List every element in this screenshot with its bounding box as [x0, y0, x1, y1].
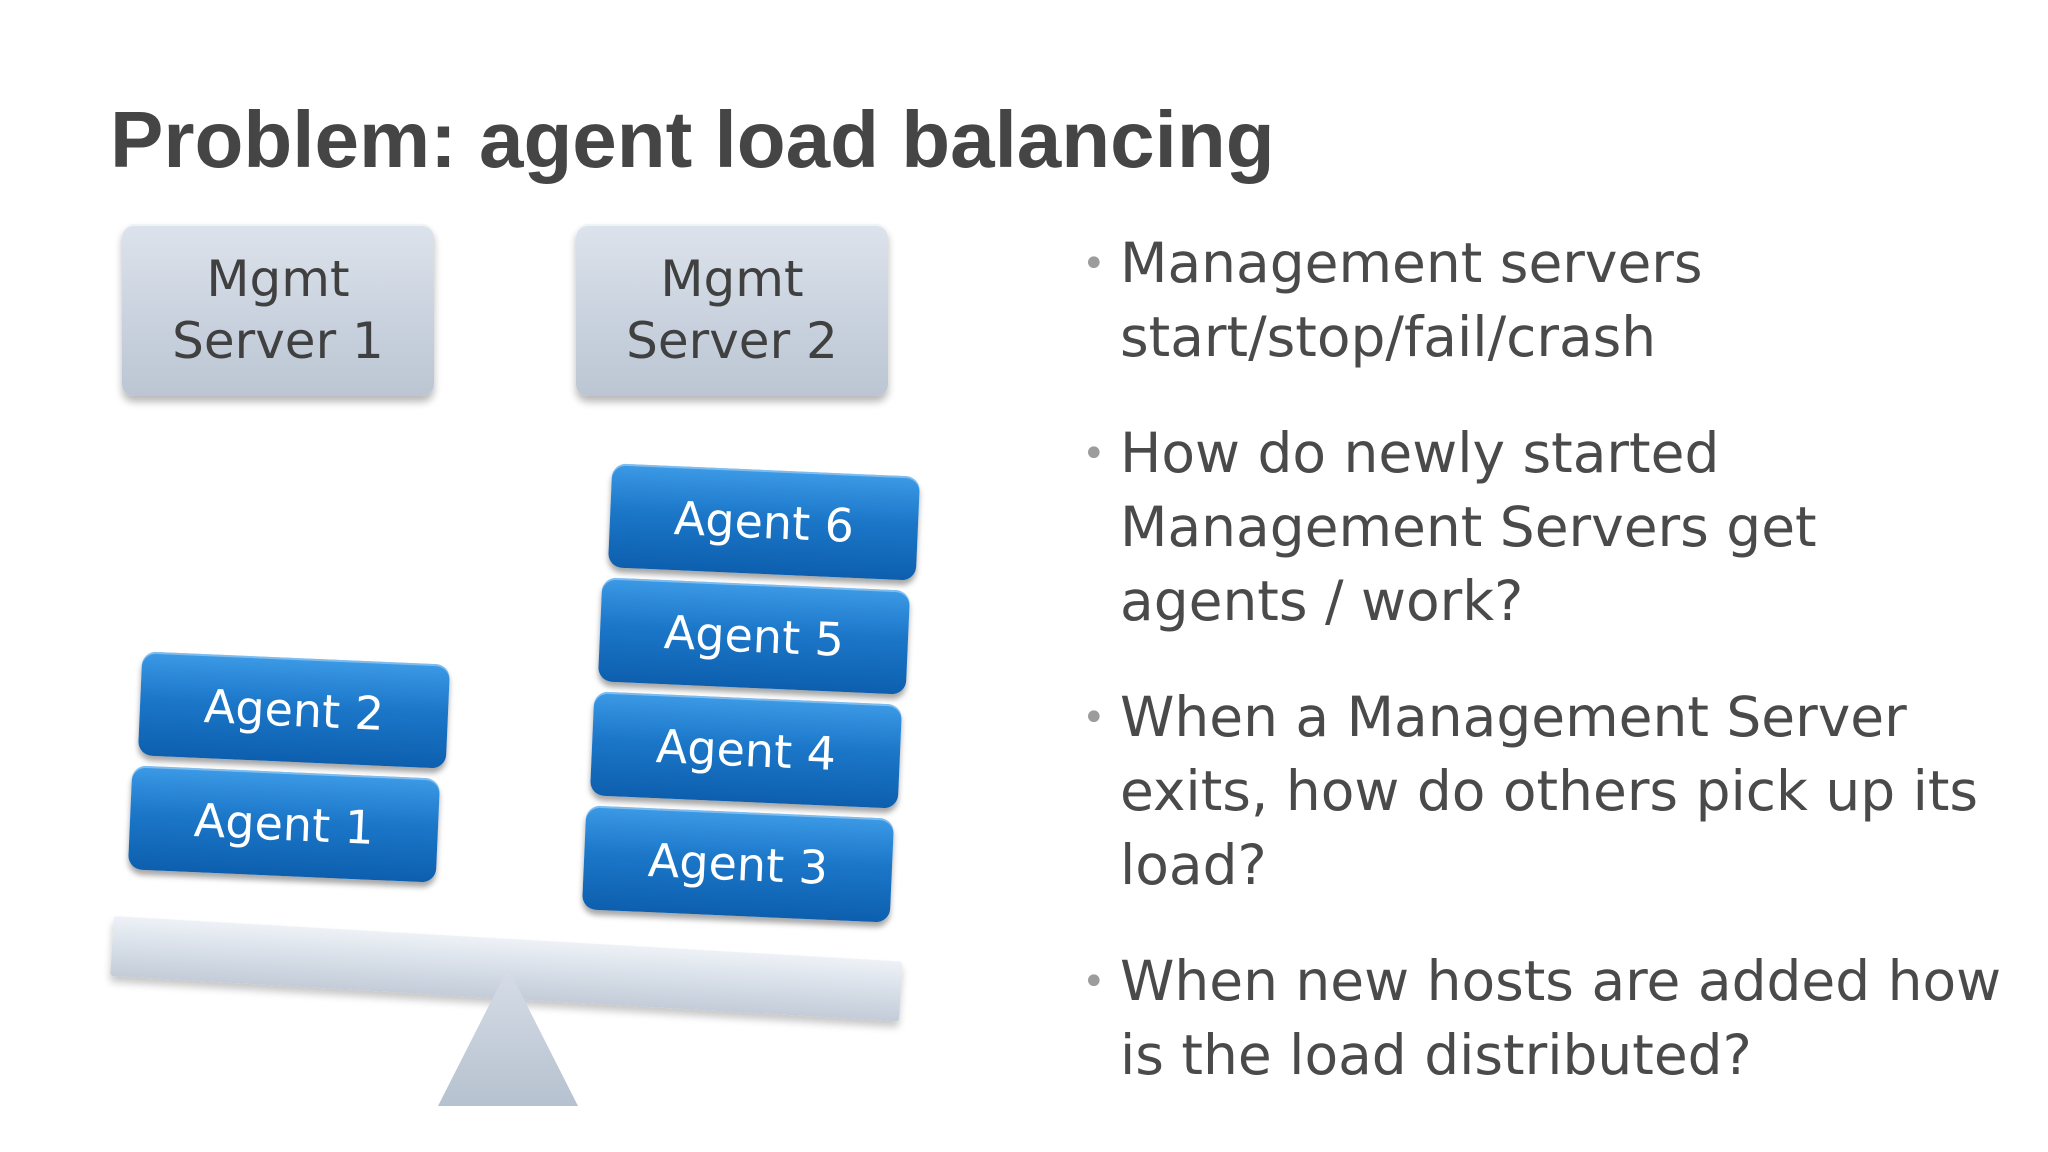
mgmt-server-1-box: Mgmt Server 1 — [122, 224, 434, 396]
bullet-item: • When new hosts are added how is the lo… — [1082, 944, 2002, 1092]
bullet-item: • Management servers start/stop/fail/cra… — [1082, 226, 2002, 374]
agent-3-label: Agent 3 — [646, 833, 830, 895]
bullet-dot-icon: • — [1082, 959, 1106, 1005]
bullet-text: Management servers start/stop/fail/crash — [1120, 231, 1703, 369]
agent-2-box: Agent 2 — [137, 651, 451, 769]
mgmt-server-1-label: Mgmt Server 1 — [172, 250, 384, 370]
agent-6-box: Agent 6 — [607, 463, 921, 581]
bullet-list: • Management servers start/stop/fail/cra… — [1082, 226, 2002, 1134]
agent-2-label: Agent 2 — [202, 679, 386, 741]
mgmt-server-2-label: Mgmt Server 2 — [626, 250, 838, 370]
agent-5-label: Agent 5 — [662, 605, 846, 667]
seesaw-fulcrum-icon — [438, 968, 578, 1106]
bullet-dot-icon: • — [1082, 695, 1106, 741]
agent-3-box: Agent 3 — [581, 805, 895, 923]
bullet-item: • When a Management Server exits, how do… — [1082, 680, 2002, 902]
bullet-dot-icon: • — [1082, 241, 1106, 287]
agent-6-label: Agent 6 — [672, 491, 856, 553]
agent-1-label: Agent 1 — [192, 793, 376, 855]
slide-title: Problem: agent load balancing — [110, 95, 1275, 184]
agent-5-box: Agent 5 — [597, 577, 911, 695]
bullet-text: When a Management Server exits, how do o… — [1120, 685, 1979, 897]
bullet-text: How do newly started Management Servers … — [1120, 421, 1817, 633]
agent-4-label: Agent 4 — [654, 719, 838, 781]
agent-1-box: Agent 1 — [127, 765, 441, 883]
bullet-text: When new hosts are added how is the load… — [1120, 949, 2002, 1087]
agent-4-box: Agent 4 — [589, 691, 903, 809]
mgmt-server-2-box: Mgmt Server 2 — [576, 224, 888, 396]
bullet-item: • How do newly started Management Server… — [1082, 416, 2002, 638]
bullet-dot-icon: • — [1082, 431, 1106, 477]
